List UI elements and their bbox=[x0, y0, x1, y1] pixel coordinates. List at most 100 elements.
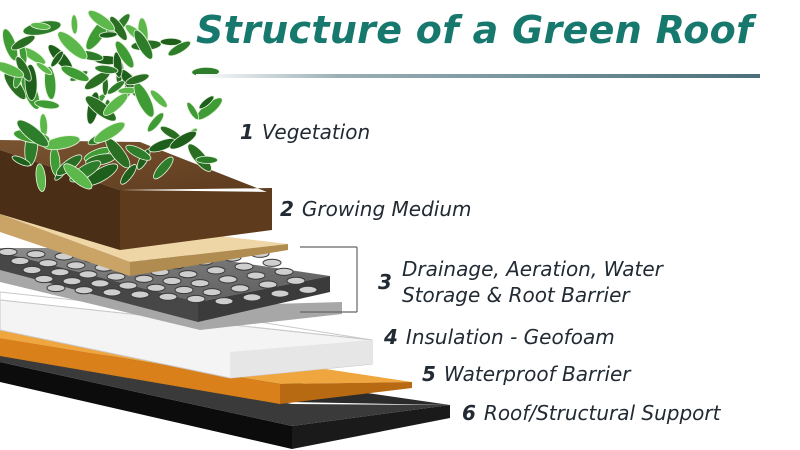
label-number: 6 bbox=[462, 401, 476, 425]
dimple bbox=[0, 247, 18, 257]
label-text-line-2: Storage & Root Barrier bbox=[402, 283, 630, 307]
leaf bbox=[159, 37, 183, 46]
label-number: 3 bbox=[378, 270, 392, 294]
leaf bbox=[169, 130, 197, 150]
label-vegetation: 1 Vegetation bbox=[240, 120, 370, 144]
leaf bbox=[94, 64, 119, 74]
dimple bbox=[230, 284, 250, 293]
label-insulation: 4 Insulation - Geofoam bbox=[384, 325, 615, 349]
leaf bbox=[16, 119, 49, 148]
dimple bbox=[90, 279, 110, 288]
leaf bbox=[60, 65, 90, 82]
leaf bbox=[30, 22, 51, 30]
label-number: 1 bbox=[240, 120, 254, 144]
leaf bbox=[35, 163, 47, 192]
dimple bbox=[206, 266, 226, 275]
leaf bbox=[149, 89, 168, 108]
leaf bbox=[153, 156, 174, 180]
leaf bbox=[57, 31, 88, 60]
leaf bbox=[50, 50, 64, 68]
dimple bbox=[130, 290, 150, 299]
dimple bbox=[258, 280, 278, 289]
dimple bbox=[186, 294, 206, 304]
dimple bbox=[134, 274, 154, 283]
leaf bbox=[103, 92, 129, 116]
leaf bbox=[63, 163, 93, 190]
dimple bbox=[178, 270, 198, 279]
dimple bbox=[298, 285, 318, 294]
label-text: Vegetation bbox=[261, 120, 371, 144]
leaf bbox=[35, 62, 53, 76]
dimple bbox=[74, 286, 94, 295]
dimple bbox=[50, 268, 70, 277]
dimple bbox=[22, 265, 42, 275]
label-growing-medium: 2 Growing Medium bbox=[280, 197, 472, 221]
dimple bbox=[174, 285, 194, 295]
leaf bbox=[87, 10, 115, 32]
dimple bbox=[46, 283, 66, 293]
leaf bbox=[133, 29, 154, 60]
label-text: Roof/Structural Support bbox=[483, 401, 721, 425]
dimple bbox=[262, 258, 282, 267]
leaf bbox=[114, 40, 135, 69]
dimple bbox=[202, 288, 222, 297]
dimple bbox=[190, 279, 210, 288]
dimple bbox=[246, 271, 266, 280]
label-text: Growing Medium bbox=[301, 197, 472, 221]
dimple bbox=[242, 293, 262, 302]
leaf bbox=[186, 101, 200, 121]
label-text: Waterproof Barrier bbox=[443, 362, 631, 386]
dimple bbox=[146, 283, 166, 292]
dimple bbox=[78, 270, 98, 279]
leaf bbox=[34, 99, 60, 110]
leaf bbox=[146, 112, 165, 133]
dimple bbox=[102, 288, 122, 297]
label-drainage: 3 Drainage, Aeration, Water Storage & Ro… bbox=[378, 256, 663, 308]
dimple bbox=[26, 250, 46, 259]
dimple bbox=[158, 292, 178, 301]
leaf bbox=[70, 14, 79, 35]
dimple bbox=[162, 276, 182, 286]
label-text: Insulation - Geofoam bbox=[405, 325, 615, 349]
layer-growing-medium bbox=[0, 140, 272, 250]
dimple bbox=[270, 289, 290, 298]
leaf bbox=[0, 61, 25, 78]
layer-drainage bbox=[0, 247, 342, 330]
dimple bbox=[62, 277, 82, 286]
dimple bbox=[234, 262, 254, 271]
label-number: 4 bbox=[384, 325, 398, 349]
leaf bbox=[167, 40, 192, 57]
label-waterproof-barrier: 5 Waterproof Barrier bbox=[422, 362, 631, 386]
leaf bbox=[125, 144, 152, 161]
label-number: 2 bbox=[280, 197, 294, 221]
leaf bbox=[198, 95, 215, 110]
vegetation-plants bbox=[0, 10, 223, 192]
dimple bbox=[286, 276, 306, 285]
leaf bbox=[11, 34, 36, 51]
leaf bbox=[120, 164, 137, 185]
layer-3-bracket bbox=[300, 246, 358, 313]
label-number: 5 bbox=[422, 362, 436, 386]
dimple bbox=[66, 261, 86, 270]
dimple bbox=[38, 259, 58, 268]
title-underline bbox=[196, 74, 760, 78]
leaf bbox=[93, 121, 126, 144]
leaf bbox=[133, 82, 155, 118]
dimple bbox=[106, 272, 126, 281]
dimple bbox=[274, 267, 294, 276]
leaf bbox=[109, 16, 128, 41]
leaf bbox=[195, 155, 219, 164]
leaf bbox=[11, 155, 31, 167]
leaf bbox=[106, 80, 125, 95]
leaf bbox=[125, 73, 150, 86]
dimple bbox=[118, 281, 138, 290]
leaf bbox=[44, 66, 57, 100]
label-text-line-1: Drainage, Aeration, Water bbox=[402, 257, 663, 281]
dimple bbox=[218, 275, 238, 284]
leaf bbox=[98, 31, 118, 39]
dimple bbox=[214, 297, 234, 306]
dimple bbox=[34, 274, 54, 284]
label-roof-support: 6 Roof/Structural Support bbox=[462, 401, 720, 425]
dimple bbox=[10, 256, 30, 266]
